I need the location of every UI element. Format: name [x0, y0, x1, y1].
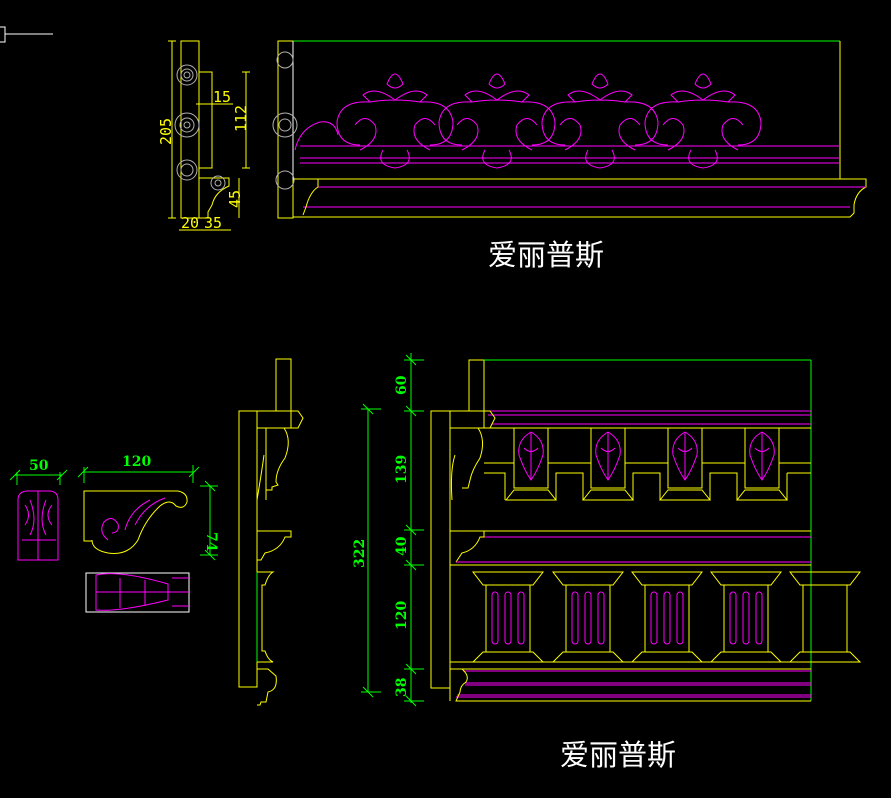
acanthus-panel — [504, 427, 591, 501]
drawing-title-top: 爱丽普斯 — [488, 238, 604, 272]
column-flute — [571, 591, 579, 645]
dim-322: 322 — [352, 539, 368, 568]
dim-45: 45 — [226, 190, 244, 208]
dim-74: 74 — [203, 532, 219, 552]
acanthus-leaf-icon — [672, 431, 698, 481]
scroll-motif — [438, 73, 556, 169]
acanthus-leaf-icon — [518, 431, 544, 481]
acanthus-panel — [581, 427, 668, 501]
drawing-title-bottom: 爱丽普斯 — [560, 738, 676, 772]
dim-139: 139 — [394, 455, 410, 484]
bottom-side-profile — [238, 358, 304, 706]
frieze-fret-band — [484, 427, 811, 501]
dim-15: 15 — [213, 88, 231, 106]
dim-50: 50 — [29, 458, 49, 474]
dim-60: 60 — [394, 375, 410, 395]
dim-120-columns: 120 — [394, 601, 410, 630]
dim-205: 205 — [157, 118, 175, 145]
bottom-front-elevation: 322 60 139 40 120 38 — [352, 353, 862, 707]
scroll-motif — [644, 73, 762, 169]
top-side-section: 205 112 15 45 20 35 — [157, 40, 250, 232]
fret-edge — [484, 462, 811, 500]
column-flute — [597, 591, 605, 645]
column-flute — [650, 591, 658, 645]
dim-40: 40 — [394, 536, 410, 556]
scroll-motif — [541, 73, 659, 169]
column-flute — [491, 591, 499, 645]
dim-20: 20 — [181, 214, 199, 232]
wood-grain-hatch — [174, 64, 226, 191]
scroll-motif — [336, 73, 454, 169]
dim-120: 120 — [122, 454, 151, 470]
column-flute — [676, 591, 684, 645]
acanthus-leaf-icon — [595, 431, 621, 481]
column — [551, 571, 625, 663]
acanthus-panel — [735, 427, 789, 501]
dim-38: 38 — [394, 678, 410, 697]
top-front-elevation — [272, 40, 867, 219]
acanthus-leaf-icon — [749, 431, 775, 481]
bracket-side-view: 120 74 — [77, 454, 219, 561]
scroll-edge — [294, 121, 339, 151]
scroll-ornament-band — [294, 73, 840, 169]
column — [709, 571, 783, 663]
column-flute — [517, 591, 525, 645]
acanthus-panel — [658, 427, 745, 501]
bracket-bottom-view — [85, 572, 190, 613]
column — [788, 571, 862, 663]
bracket-front-view: 50 — [9, 458, 68, 561]
column — [630, 571, 704, 663]
dim-ticks — [404, 354, 424, 707]
column-flute — [584, 591, 592, 645]
column-flute — [755, 591, 763, 645]
column-flute — [742, 591, 750, 645]
dim-112: 112 — [232, 105, 250, 132]
ucs-cursor-icon — [0, 26, 53, 43]
column-flute — [663, 591, 671, 645]
column-row — [471, 571, 862, 663]
wood-grain-hatch — [272, 51, 298, 190]
dim-35: 35 — [204, 214, 222, 232]
column-flute — [504, 591, 512, 645]
column-flute — [729, 591, 737, 645]
column — [471, 571, 545, 663]
